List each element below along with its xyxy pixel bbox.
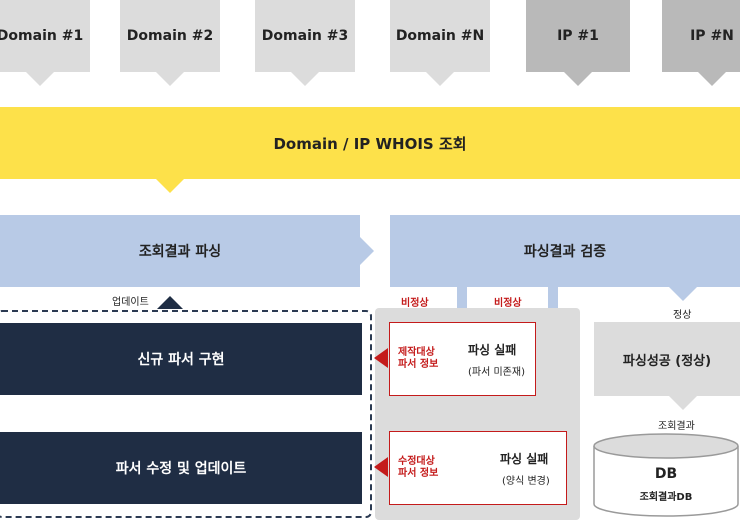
fail2-sub: (양식 변경)	[502, 476, 550, 487]
source-domain-3: Domain #3	[255, 0, 355, 72]
source-domain-n: Domain #N	[390, 0, 490, 72]
update-label: 업데이트	[112, 297, 149, 308]
fail2-arrow	[374, 457, 388, 477]
normal-label: 정상	[673, 310, 692, 321]
fail1-sub: (파서 미존재)	[468, 367, 525, 378]
fail2-tag-line2: 파서 정보	[398, 468, 439, 479]
source-ip-n: IP #N	[662, 0, 740, 72]
fail1-tag: 제작대상 파서 정보	[398, 347, 438, 371]
source-arrow	[26, 72, 54, 86]
verify-box: 파싱결과 검증	[390, 215, 740, 287]
fail1-title: 파싱 실패	[468, 343, 517, 357]
parse-success-box: 파싱성공 (정상)	[594, 322, 740, 396]
fix-parser-label: 파서 수정 및 업데이트	[115, 461, 247, 477]
abnormal-link-1	[457, 287, 467, 323]
whois-arrow	[156, 179, 184, 193]
source-label: Domain #2	[126, 28, 214, 44]
parse-fail-changed-box: 수정대상 파서 정보 파싱 실패 (양식 변경)	[389, 431, 567, 505]
source-label: Domain #3	[261, 28, 349, 44]
parse-fail-missing-box: 제작대상 파서 정보 파싱 실패 (파서 미존재)	[389, 322, 536, 396]
source-label: Domain #N	[395, 28, 485, 44]
source-label: IP #N	[690, 28, 734, 44]
parse-arrow	[360, 237, 374, 265]
verify-label: 파싱결과 검증	[523, 244, 607, 260]
fail1-tag-line1: 제작대상	[398, 347, 435, 358]
source-domain-1: Domain #1	[0, 0, 90, 72]
parser-dev-group	[0, 310, 372, 518]
source-arrow	[698, 72, 726, 86]
fail2-tag: 수정대상 파서 정보	[398, 456, 438, 480]
source-arrow	[156, 72, 184, 86]
source-label: Domain #1	[0, 28, 84, 44]
success-label: 파싱성공 (정상)	[622, 353, 712, 369]
fail2-title: 파싱 실패	[500, 452, 549, 466]
update-arrow	[157, 296, 183, 309]
fail1-arrow	[374, 348, 388, 368]
new-parser-label: 신규 파서 구현	[137, 352, 225, 368]
result-label: 조회결과	[658, 421, 695, 432]
db-title: DB	[654, 466, 678, 482]
abnormal-label-2: 비정상	[494, 298, 522, 309]
new-parser-box: 신규 파서 구현	[0, 323, 362, 395]
source-domain-2: Domain #2	[120, 0, 220, 72]
whois-label: Domain / IP WHOIS 조회	[273, 134, 467, 153]
abnormal-label-1: 비정상	[401, 298, 429, 309]
source-arrow	[426, 72, 454, 86]
normal-arrow	[669, 287, 697, 301]
fix-parser-box: 파서 수정 및 업데이트	[0, 432, 362, 504]
fail1-tag-line2: 파서 정보	[398, 359, 439, 370]
success-arrow	[669, 396, 697, 410]
source-arrow	[291, 72, 319, 86]
parse-box: 조회결과 파싱	[0, 215, 360, 287]
fail2-tag-line1: 수정대상	[398, 456, 435, 467]
db-sub: 조회결과DB	[639, 492, 693, 503]
source-arrow	[564, 72, 592, 86]
source-label: IP #1	[557, 28, 599, 44]
parse-label: 조회결과 파싱	[138, 244, 222, 260]
whois-bar: Domain / IP WHOIS 조회	[0, 107, 740, 179]
db-cylinder-icon	[593, 433, 739, 517]
source-ip-1: IP #1	[526, 0, 630, 72]
